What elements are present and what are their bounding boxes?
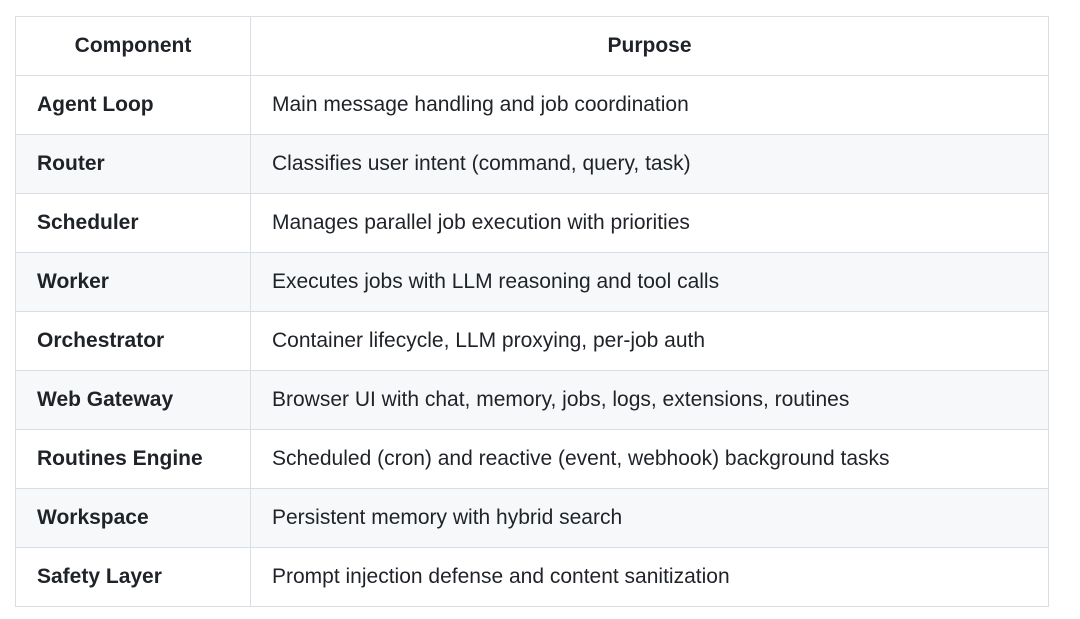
component-cell: Safety Layer bbox=[15, 547, 251, 607]
component-cell: Routines Engine bbox=[15, 429, 251, 489]
purpose-cell: Persistent memory with hybrid search bbox=[250, 488, 1049, 548]
table-row: Agent Loop Main message handling and job… bbox=[15, 75, 1049, 135]
component-cell: Workspace bbox=[15, 488, 251, 548]
component-purpose-table: Component Purpose Agent Loop Main messag… bbox=[15, 16, 1049, 607]
purpose-cell: Executes jobs with LLM reasoning and too… bbox=[250, 252, 1049, 312]
purpose-cell: Classifies user intent (command, query, … bbox=[250, 134, 1049, 194]
component-cell: Worker bbox=[15, 252, 251, 312]
purpose-cell: Manages parallel job execution with prio… bbox=[250, 193, 1049, 253]
table-row: Scheduler Manages parallel job execution… bbox=[15, 193, 1049, 253]
column-header-purpose: Purpose bbox=[250, 16, 1049, 76]
purpose-cell: Scheduled (cron) and reactive (event, we… bbox=[250, 429, 1049, 489]
table-row: Safety Layer Prompt injection defense an… bbox=[15, 547, 1049, 607]
component-cell: Orchestrator bbox=[15, 311, 251, 371]
purpose-cell: Prompt injection defense and content san… bbox=[250, 547, 1049, 607]
column-header-component: Component bbox=[15, 16, 251, 76]
table-row: Web Gateway Browser UI with chat, memory… bbox=[15, 370, 1049, 430]
table-row: Orchestrator Container lifecycle, LLM pr… bbox=[15, 311, 1049, 371]
table-row: Router Classifies user intent (command, … bbox=[15, 134, 1049, 194]
component-cell: Router bbox=[15, 134, 251, 194]
table-header-row: Component Purpose bbox=[15, 16, 1049, 76]
component-cell: Scheduler bbox=[15, 193, 251, 253]
purpose-cell: Browser UI with chat, memory, jobs, logs… bbox=[250, 370, 1049, 430]
component-cell: Web Gateway bbox=[15, 370, 251, 430]
purpose-cell: Main message handling and job coordinati… bbox=[250, 75, 1049, 135]
table-row: Worker Executes jobs with LLM reasoning … bbox=[15, 252, 1049, 312]
component-cell: Agent Loop bbox=[15, 75, 251, 135]
table-row: Routines Engine Scheduled (cron) and rea… bbox=[15, 429, 1049, 489]
purpose-cell: Container lifecycle, LLM proxying, per-j… bbox=[250, 311, 1049, 371]
table-row: Workspace Persistent memory with hybrid … bbox=[15, 488, 1049, 548]
